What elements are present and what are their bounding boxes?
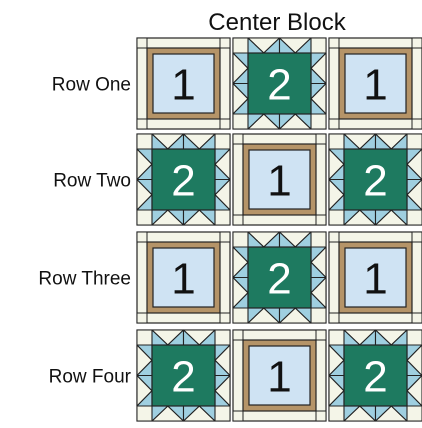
row-label: Row Two: [53, 171, 131, 192]
block-number: 1: [267, 353, 291, 402]
block-center: [152, 53, 215, 114]
corner-square: [219, 118, 231, 130]
corner-square: [232, 329, 244, 341]
corner-square: [232, 113, 249, 130]
star-block: 2: [328, 133, 422, 226]
corner-square: [232, 133, 244, 145]
corner-square: [232, 410, 244, 422]
block-number: 2: [363, 353, 387, 402]
star-block: 2: [328, 329, 422, 422]
corner-square: [232, 231, 249, 248]
corner-square: [328, 37, 340, 49]
corner-square: [406, 133, 422, 150]
framed-block: 1: [232, 133, 327, 226]
corner-square: [328, 118, 340, 130]
framed-block: 1: [136, 231, 231, 324]
corner-square: [411, 37, 422, 49]
block-number: 2: [171, 157, 195, 206]
block-center: [344, 247, 407, 308]
block-center: [344, 53, 407, 114]
corner-square: [214, 209, 231, 226]
block-center: [343, 148, 408, 211]
block-number: 2: [267, 61, 291, 110]
corner-square: [214, 133, 231, 150]
corner-square: [136, 118, 148, 130]
block-number: 2: [363, 157, 387, 206]
star-block: 2: [232, 37, 327, 130]
block-number: 2: [171, 353, 195, 402]
row-label: Row One: [52, 75, 131, 96]
quilt-row: Row One 1 2 1: [52, 37, 422, 130]
framed-block: 1: [232, 329, 327, 422]
block-number: 2: [267, 255, 291, 304]
block-center: [248, 345, 311, 406]
corner-square: [310, 231, 327, 248]
row-label: Row Three: [38, 269, 131, 290]
block-center: [343, 344, 408, 407]
block-number: 1: [267, 157, 291, 206]
corner-square: [232, 37, 249, 54]
block-number: 1: [171, 255, 195, 304]
corner-square: [411, 231, 422, 243]
block-number: 1: [363, 61, 387, 110]
corner-square: [315, 329, 327, 341]
quilt-row: Row Four 2 1 2: [49, 329, 422, 422]
corner-square: [328, 405, 345, 422]
quilt-row: Row Three 1 2 1: [38, 231, 422, 324]
corner-square: [219, 231, 231, 243]
corner-square: [136, 312, 148, 324]
corner-square: [136, 209, 153, 226]
corner-square: [136, 37, 148, 49]
corner-square: [232, 307, 249, 324]
corner-square: [214, 405, 231, 422]
corner-square: [315, 214, 327, 226]
corner-square: [310, 307, 327, 324]
quilt-row: Row Two 2 1 2: [53, 133, 422, 226]
corner-square: [136, 133, 153, 150]
block-number: 1: [363, 255, 387, 304]
corner-square: [328, 329, 345, 346]
corner-square: [406, 329, 422, 346]
framed-block: 1: [328, 37, 422, 130]
star-block: 2: [136, 133, 231, 226]
corner-square: [136, 329, 153, 346]
corner-square: [328, 133, 345, 150]
corner-square: [406, 209, 422, 226]
block-center: [247, 52, 312, 115]
framed-block: 1: [136, 37, 231, 130]
corner-square: [232, 214, 244, 226]
corner-square: [219, 37, 231, 49]
star-block: 2: [232, 231, 327, 324]
block-center: [151, 148, 216, 211]
corner-square: [328, 231, 340, 243]
framed-block: 1: [328, 231, 422, 324]
row-label: Row Four: [49, 367, 132, 388]
corner-square: [328, 312, 340, 324]
corner-square: [411, 118, 422, 130]
corner-square: [136, 405, 153, 422]
block-center: [247, 246, 312, 309]
corner-square: [315, 133, 327, 145]
corner-square: [406, 405, 422, 422]
corner-square: [411, 312, 422, 324]
corner-square: [310, 37, 327, 54]
block-number: 1: [171, 61, 195, 110]
corner-square: [328, 209, 345, 226]
star-block: 2: [136, 329, 231, 422]
corner-square: [136, 231, 148, 243]
block-center: [151, 344, 216, 407]
diagram-title: Center Block: [208, 9, 346, 36]
corner-square: [315, 410, 327, 422]
corner-square: [310, 113, 327, 130]
corner-square: [214, 329, 231, 346]
block-center: [248, 149, 311, 210]
block-center: [152, 247, 215, 308]
corner-square: [219, 312, 231, 324]
